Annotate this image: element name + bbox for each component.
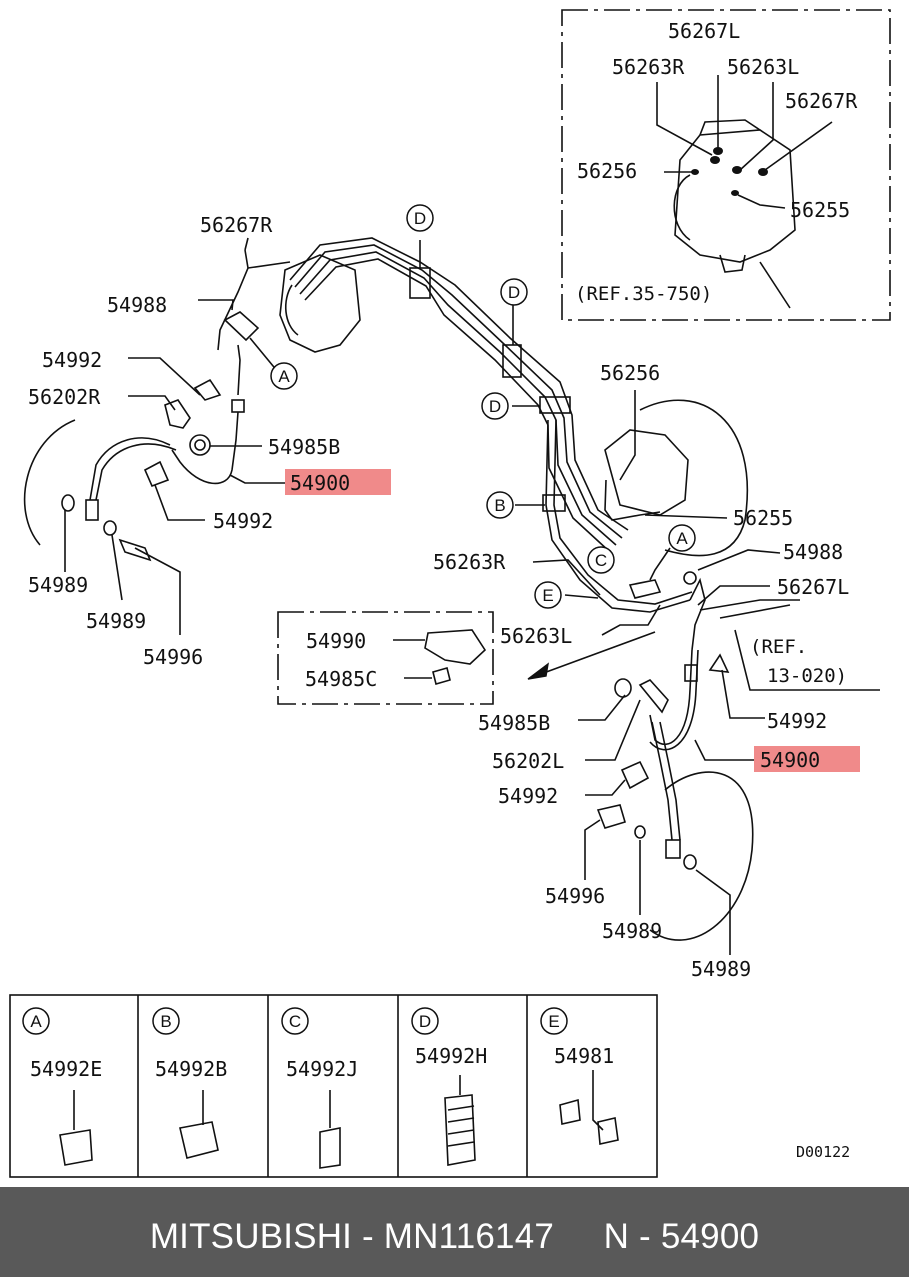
part-label: 56255 — [733, 506, 793, 530]
callout-a-1 — [270, 362, 298, 390]
part-label: 54985C — [305, 667, 377, 691]
drawing-code: D00122 — [796, 1143, 850, 1161]
detail-box — [277, 611, 494, 705]
clip-54992j-icon — [319, 1090, 341, 1169]
parts-diagram: A D D D B C A E A B C D E 56267L 56263R … — [9, 9, 891, 1178]
table-part-number: 54992H — [415, 1044, 487, 1068]
part-label: 56263L — [500, 624, 572, 648]
part-label: 54989 — [691, 957, 751, 981]
part-label: 56267R — [200, 213, 273, 237]
part-label: 54989 — [28, 573, 88, 597]
highlight-54900-b — [754, 746, 860, 772]
callout-c — [587, 546, 615, 574]
part-label: 56267R — [785, 89, 858, 113]
table-letter: E — [548, 1012, 559, 1031]
part-label-highlight: 54900 — [760, 748, 820, 772]
part-label: 54985B — [478, 711, 550, 735]
part-label: 54996 — [143, 645, 203, 669]
table-part-number: 54992B — [155, 1057, 227, 1081]
footer-bar: MITSUBISHI - MN116147 N - 54900 — [0, 1187, 909, 1277]
hose-joint-right — [689, 577, 706, 651]
table-part-number: 54981 — [554, 1044, 614, 1068]
clamp-d-3 — [539, 396, 571, 414]
part-label-highlight: 54900 — [290, 471, 350, 495]
part-label: 54992 — [498, 784, 558, 808]
abs-unit-sketch — [674, 129, 796, 263]
callout-letter: A — [278, 367, 290, 386]
rear-unit-sketch — [604, 429, 689, 516]
part-label: 54988 — [783, 540, 843, 564]
clamp-d-2 — [502, 344, 522, 378]
arrow-line — [529, 631, 656, 679]
clip-54992e-icon — [59, 1090, 93, 1166]
table-part-number: 54992E — [30, 1057, 102, 1081]
callout-letter: E — [542, 586, 553, 605]
clip-54992b-icon — [179, 1090, 219, 1159]
table-letter: C — [289, 1012, 301, 1031]
callout-letter: B — [494, 496, 505, 515]
part-label: 54996 — [545, 884, 605, 908]
callout-d-3 — [481, 392, 509, 420]
ref-label: (REF. — [750, 636, 807, 658]
ref-label: 13-020) — [767, 665, 847, 687]
part-label: 56202R — [28, 385, 101, 409]
highlight-54900-a — [285, 469, 391, 495]
part-label: 54992 — [213, 509, 273, 533]
part-label: 56263R — [612, 55, 685, 79]
part-label: 56256 — [577, 159, 637, 183]
callout-letter: C — [595, 551, 607, 570]
hose-54900-left — [89, 437, 171, 501]
nut-54985b-left — [189, 434, 211, 456]
table-letter: B — [160, 1012, 171, 1031]
callout-letter: D — [508, 283, 520, 302]
part-label: 56267L — [777, 575, 849, 599]
callout-letter: D — [489, 397, 501, 416]
bracket-54990 — [424, 629, 487, 665]
parts-table — [9, 994, 658, 1178]
part-label: 56202L — [492, 749, 564, 773]
clamp-b — [542, 494, 566, 512]
callout-d-1 — [406, 204, 434, 232]
footer-title: MITSUBISHI - MN116147 N - 54900 — [149, 1217, 760, 1256]
bracket-56202r — [164, 399, 191, 429]
bolt-54996-right — [596, 804, 626, 829]
clip-54981-icon — [559, 1070, 619, 1145]
part-label: 56263L — [727, 55, 799, 79]
diagram-canvas: A D D D B C A E A B C D E 56267L 56263R … — [9, 9, 891, 1178]
bolt-54996-left — [118, 538, 152, 562]
callout-a-2 — [668, 524, 696, 552]
part-label: 56263R — [433, 550, 506, 574]
table-letter: D — [419, 1012, 431, 1031]
table-letter: A — [30, 1012, 42, 1031]
callout-letter: D — [414, 209, 426, 228]
part-label: 54989 — [602, 919, 662, 943]
callout-d-2 — [500, 278, 528, 306]
clip-54992-right — [708, 653, 730, 673]
table-part-number: 54992J — [286, 1057, 358, 1081]
part-label: 54992 — [767, 709, 827, 733]
arrow-head — [527, 662, 549, 680]
callout-e — [534, 581, 562, 609]
part-label: 54992 — [42, 348, 102, 372]
clip-54992h-icon — [444, 1075, 476, 1166]
part-label: 56255 — [790, 198, 850, 222]
part-label: 56267L — [668, 19, 740, 43]
ref-label: (REF.35-750) — [575, 283, 712, 305]
part-label: 54988 — [107, 293, 167, 317]
part-label: 54989 — [86, 609, 146, 633]
callout-letter: A — [676, 529, 688, 548]
callout-b — [486, 491, 514, 519]
inset-frame — [561, 9, 891, 321]
hose-54900-right — [651, 721, 673, 841]
pipe-56267r — [217, 249, 249, 351]
hcu-sketch — [279, 254, 361, 353]
part-label: 54985B — [268, 435, 340, 459]
part-label: 54990 — [306, 629, 366, 653]
part-label: 56256 — [600, 361, 660, 385]
